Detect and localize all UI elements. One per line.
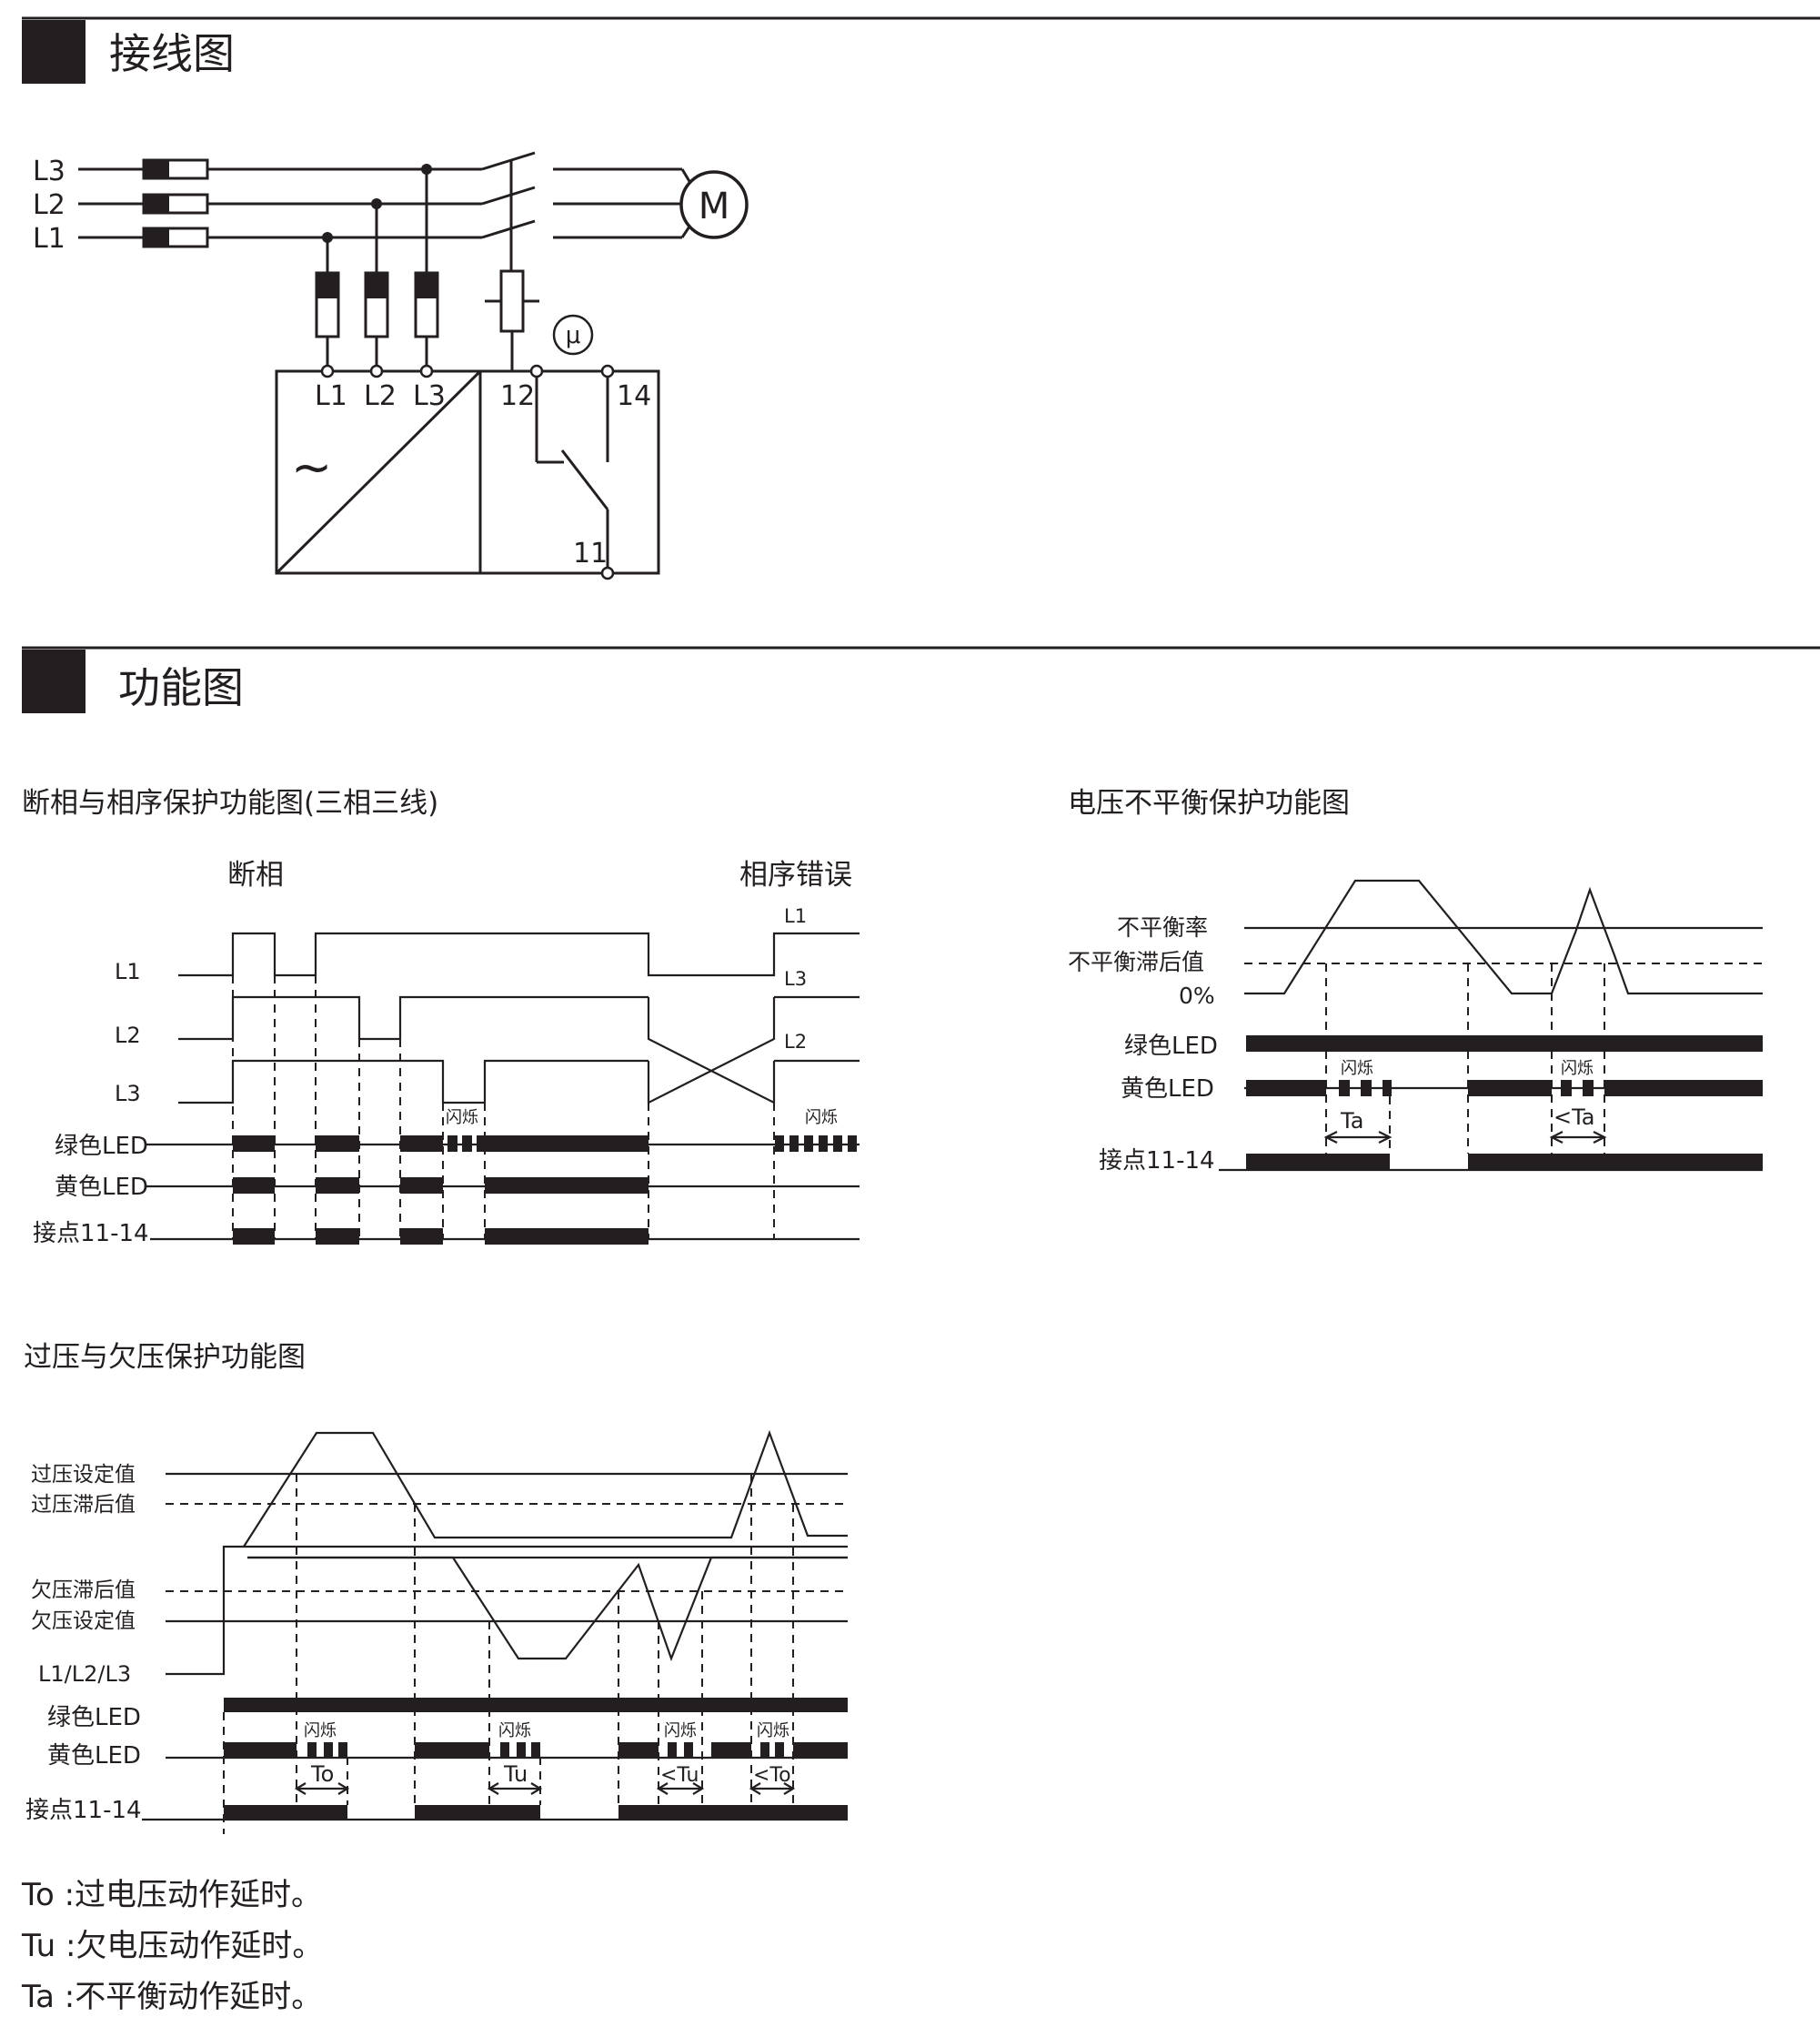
voltage-diagram-title: 过压与欠压保护功能图 — [24, 1341, 306, 1374]
line-label-l3: L3 — [33, 156, 65, 187]
voltage-diagram: 过压与欠压保护功能图 过压设定值 过压滞后值 欠压滞后值 欠压设定值 L1/L2… — [24, 1341, 848, 1834]
function-section-title: 功能图 — [118, 663, 244, 712]
phase-blink-label: 闪烁 — [446, 1108, 478, 1127]
phase-right-l3: L3 — [784, 968, 807, 990]
terminal-label-l1: L1 — [315, 380, 347, 412]
wiring-section-header: 接线图 — [22, 16, 1820, 84]
line-label-l1: L1 — [33, 223, 65, 255]
motor-label: M — [699, 186, 730, 227]
voltage-blink-label-4: 闪烁 — [757, 1721, 789, 1740]
unbalance-row-yellow-led: 黄色LED — [1121, 1075, 1214, 1103]
unbalance-blink-label: 闪烁 — [1341, 1059, 1373, 1078]
voltage-row-ov-set: 过压设定值 — [31, 1463, 136, 1487]
unbalance-row-rate: 不平衡率 — [1117, 914, 1208, 941]
relay-box — [275, 369, 660, 575]
terminal-label-14: 14 — [617, 380, 651, 412]
note-to: To :过电压动作延时。 — [21, 1877, 322, 1913]
notes: To :过电压动作延时。 Tu :欠电压动作延时。 Ta :不平衡动作延时。 — [21, 1877, 323, 2015]
phase-diagram: 断相与相序保护功能图(三相三线) 断相 相序错误 L1 L2 L3 绿色LED … — [22, 787, 860, 1247]
phase-right-l1: L1 — [784, 905, 807, 927]
voltage-row-green-led: 绿色LED — [47, 1704, 141, 1731]
unbalance-row-contact: 接点11-14 — [1099, 1147, 1215, 1175]
phase-row-yellow-led: 黄色LED — [55, 1174, 148, 1201]
voltage-blink-label-1: 闪烁 — [304, 1721, 337, 1740]
voltage-row-lines: L1/L2/L3 — [38, 1661, 131, 1687]
phase-sequence-label: 相序错误 — [739, 859, 852, 892]
unbalance-row-hysteresis: 不平衡滞后值 — [1068, 949, 1204, 975]
phase-right-l2: L2 — [784, 1031, 807, 1053]
voltage-blink-label-3: 闪烁 — [664, 1721, 697, 1740]
terminal-label-l2: L2 — [364, 380, 397, 412]
unbalance-blink-label-2: 闪烁 — [1561, 1059, 1594, 1078]
voltage-row-uv-hys: 欠压滞后值 — [31, 1578, 136, 1602]
unbalance-diagram: 电压不平衡保护功能图 不平衡率 不平衡滞后值 0% 绿色LED 黄色LED 接点… — [1068, 787, 1763, 1175]
unbalance-diagram-title: 电压不平衡保护功能图 — [1068, 787, 1350, 820]
motor-icon: M — [679, 168, 749, 239]
phase-break-label: 断相 — [227, 859, 284, 892]
phase-blink-label-right: 闪烁 — [805, 1108, 838, 1127]
voltage-row-uv-set: 欠压设定值 — [31, 1609, 136, 1633]
terminal-label-11: 11 — [573, 538, 608, 570]
voltage-row-contact: 接点11-14 — [25, 1797, 142, 1824]
fuse-icon — [142, 158, 209, 248]
note-tu: Tu :欠电压动作延时。 — [21, 1928, 323, 1964]
unbalance-ta-label: Ta — [1340, 1108, 1363, 1134]
phase-row-green-led: 绿色LED — [55, 1133, 148, 1160]
svg-text:μ: μ — [566, 322, 581, 349]
function-section-header: 功能图 — [22, 646, 1820, 713]
phase-diagram-title: 断相与相序保护功能图(三相三线) — [22, 787, 438, 820]
branch-fuse-icon — [315, 271, 439, 338]
coil-icon — [485, 269, 539, 371]
terminal-label-12: 12 — [500, 380, 535, 412]
relay-contact-icon — [535, 377, 609, 568]
tilde-symbol: ~ — [291, 439, 332, 496]
voltage-blink-label-2: 闪烁 — [498, 1721, 531, 1740]
line-label-l2: L2 — [33, 189, 65, 221]
unbalance-row-green-led: 绿色LED — [1124, 1033, 1218, 1060]
phase-row-l3: L3 — [115, 1081, 141, 1106]
phase-row-l2: L2 — [115, 1023, 141, 1048]
note-ta: Ta :不平衡动作延时。 — [21, 1979, 322, 2015]
terminal-label-l3: L3 — [413, 380, 446, 412]
wiring-section-title: 接线图 — [109, 29, 235, 78]
unbalance-row-zero: 0% — [1179, 983, 1215, 1009]
wiring-diagram: L3 L2 L1 M — [33, 151, 749, 580]
phase-row-contact: 接点11-14 — [33, 1220, 149, 1247]
voltage-tu-label: Tu — [503, 1761, 528, 1787]
micro-disconnect-icon: μ — [552, 314, 594, 356]
unbalance-lt-ta-label: <Ta — [1554, 1104, 1595, 1130]
voltage-row-ov-hys: 过压滞后值 — [31, 1493, 136, 1517]
phase-row-l1: L1 — [115, 959, 141, 984]
voltage-row-yellow-led: 黄色LED — [47, 1742, 141, 1770]
contactor-icon — [481, 151, 682, 271]
voltage-to-label: To — [310, 1761, 334, 1787]
